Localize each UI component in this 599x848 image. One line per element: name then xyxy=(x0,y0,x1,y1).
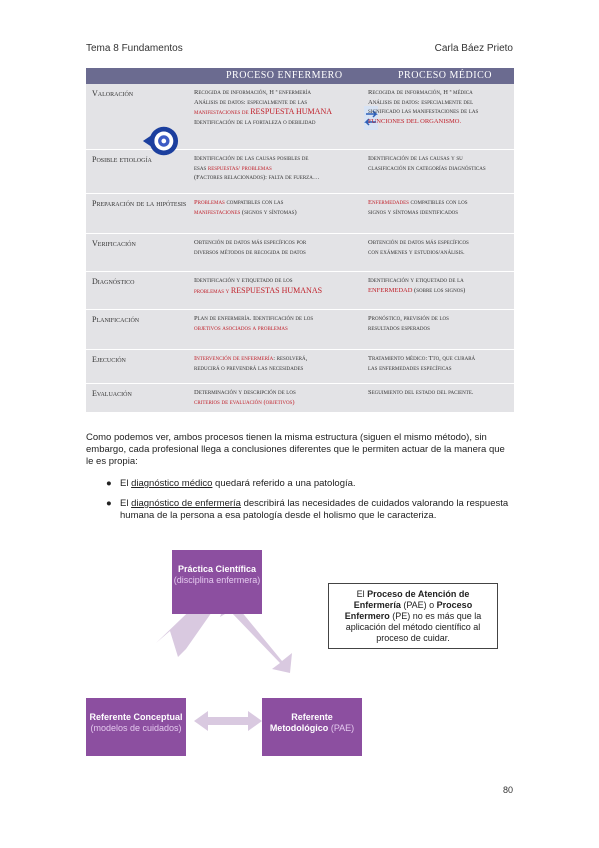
stage-label: Planificación xyxy=(92,315,140,324)
header-proceso-enfermero: PROCESO ENFERMERO xyxy=(226,70,343,81)
comparison-table: PROCESO ENFERMERO PROCESO MÉDICO Valorac… xyxy=(86,68,514,412)
med-cell: Identificación y etiquetado de la ENFERM… xyxy=(368,277,466,294)
diagnostico-medico-link: diagnóstico médico xyxy=(131,478,213,489)
med-cell: Pronóstico, previsión de los resultados … xyxy=(368,315,449,332)
table-row: Ejecución Intervención de enfermería: re… xyxy=(86,350,514,384)
stage-label: Valoración xyxy=(92,89,134,98)
arrow-bottom xyxy=(194,711,262,731)
enf-cell: Plan de enfermería. Identificación de lo… xyxy=(194,315,314,332)
table-row: Planificación Plan de enfermería. Identi… xyxy=(86,310,514,350)
swap-arrows-icon xyxy=(364,106,378,130)
bullet-dot-icon: ● xyxy=(106,478,112,489)
enf-cell: Intervención de enfermería: resolverá, r… xyxy=(194,355,308,372)
med-cell: Identificación de las causas y su clasif… xyxy=(368,155,486,172)
bullet-dot-icon: ● xyxy=(106,498,112,509)
body-paragraph: Como podemos ver, ambos procesos tienen … xyxy=(86,432,505,467)
page-header: Tema 8 Fundamentos Carla Báez Prieto xyxy=(86,43,513,57)
list-item: ● El diagnóstico médico quedará referido… xyxy=(106,478,356,489)
enf-cell: Identificación y etiquetado de los probl… xyxy=(194,277,323,295)
med-cell: Seguimiento del estado del paciente. xyxy=(368,389,474,396)
bullet-list: ● El diagnóstico médico quedará referido… xyxy=(106,478,516,530)
referente-conceptual-node: Referente Conceptual (modelos de cuidado… xyxy=(86,698,186,756)
pae-definition-callout: El Proceso de Atención de Enfermería (PA… xyxy=(328,583,498,649)
table-row: Preparación de la hipótesis Problemas co… xyxy=(86,194,514,234)
stage-label: Diagnóstico xyxy=(92,277,135,286)
table-header: PROCESO ENFERMERO PROCESO MÉDICO xyxy=(86,68,514,84)
diagnostico-enfermeria-link: diagnóstico de enfermería xyxy=(131,498,241,509)
stage-label: Verificación xyxy=(92,239,136,248)
header-course: Tema 8 Fundamentos xyxy=(86,43,183,54)
enf-cell: Recogida de información, H ª enfermería … xyxy=(194,89,333,126)
med-cell: Tratamiento médico: Tto, que curará las … xyxy=(368,355,476,372)
stage-label: Evaluación xyxy=(92,389,132,398)
pae-diagram: Práctica Científica (disciplina enfermer… xyxy=(86,545,516,760)
stage-label: Posible etiología xyxy=(92,155,152,164)
med-cell: Recogida de información, H ª médica Anál… xyxy=(368,89,479,125)
enf-cell: Problemas compatibles con las manifestac… xyxy=(194,199,297,216)
stage-label: Preparación de la hipótesis xyxy=(92,199,187,208)
table-row: Posible etiología Identificación de las … xyxy=(86,150,514,194)
enf-cell: Obtención de datos más específicos por d… xyxy=(194,239,307,256)
list-item: ● El diagnóstico de enfermería describir… xyxy=(106,498,509,521)
table-row: Diagnóstico Identificación y etiquetado … xyxy=(86,272,514,310)
stage-label: Ejecución xyxy=(92,355,126,364)
header-author: Carla Báez Prieto xyxy=(434,43,513,54)
enf-cell: Identificación de las causas posibles de… xyxy=(194,155,320,181)
table-row: Verificación Obtención de datos más espe… xyxy=(86,234,514,272)
enf-cell: Determinación y descripción de los crite… xyxy=(194,389,296,406)
referente-metodologico-node: Referente Metodológico (PAE) xyxy=(262,698,362,756)
eye-target-icon xyxy=(142,126,179,156)
header-proceso-medico: PROCESO MÉDICO xyxy=(398,70,492,81)
practica-cientifica-node: Práctica Científica (disciplina enfermer… xyxy=(172,550,262,614)
med-cell: Enfermedades compatibles con los signos … xyxy=(368,199,468,216)
med-cell: Obtención de datos más específicos con e… xyxy=(368,239,469,256)
page-number: 80 xyxy=(502,785,513,795)
table-row: Evaluación Determinación y descripción d… xyxy=(86,384,514,412)
table-row: Valoración Recogida de información, H ª … xyxy=(86,84,514,156)
